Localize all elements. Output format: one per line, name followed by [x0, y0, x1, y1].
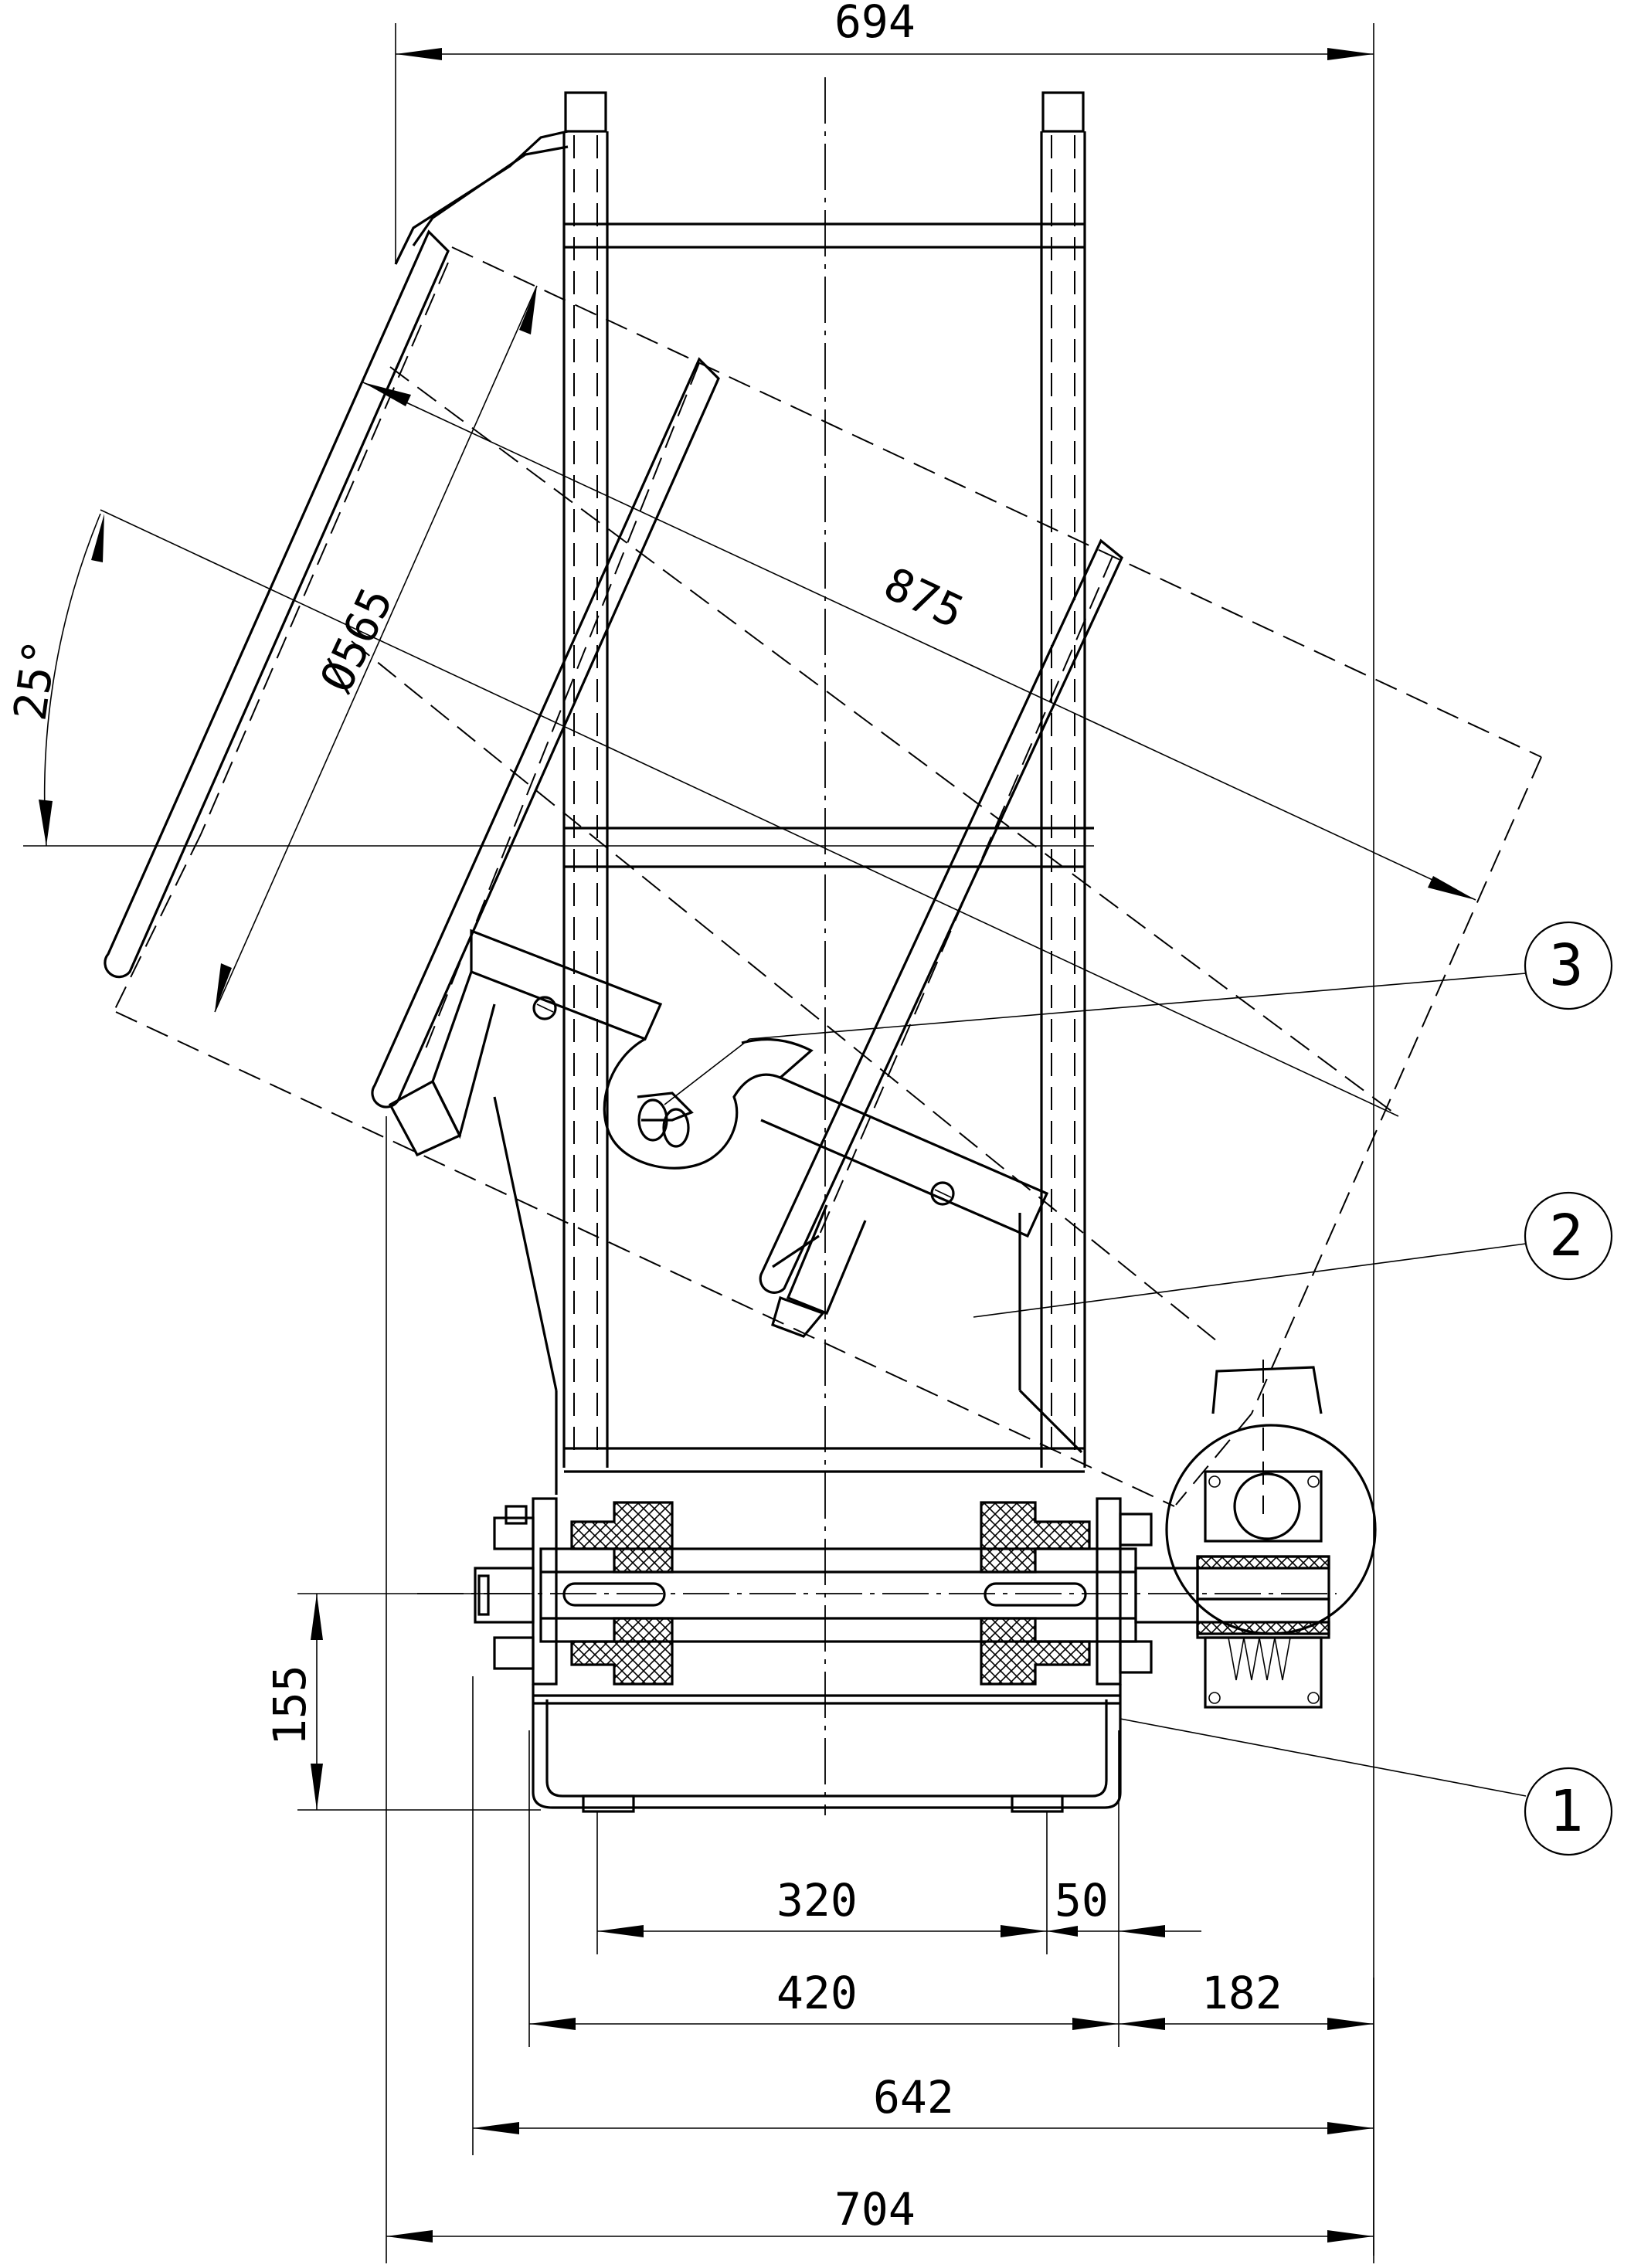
dim-drum-length: 875 — [362, 382, 1476, 901]
dim-642-label: 642 — [873, 2071, 954, 2124]
dim-694-label: 694 — [834, 0, 916, 48]
callout-1-label: 1 — [1549, 1778, 1584, 1845]
dim-155-label: 155 — [263, 1665, 316, 1746]
callout-1: 1 — [1119, 1718, 1613, 1856]
callout-2-label: 2 — [1549, 1203, 1584, 1269]
drum-rods — [104, 130, 1123, 1294]
bottom-dimensions: 320 50 420 182 642 704 — [386, 1116, 1374, 2263]
dim-top-width: 694 — [395, 0, 1374, 2256]
dim-25-label: 25° — [4, 637, 67, 724]
dim-axle-height: 155 — [263, 1593, 541, 1811]
dim-drum-diameter: Ø565 — [214, 285, 538, 1013]
dim-182-label: 182 — [1201, 1967, 1283, 2019]
dim-tilt-angle: 25° — [4, 509, 1399, 1117]
callout-3-label: 3 — [1549, 932, 1584, 999]
dim-320-label: 320 — [776, 1874, 858, 1927]
dim-420-label: 420 — [776, 1967, 858, 2019]
callout-2: 2 — [973, 1191, 1613, 1318]
base-trough — [532, 1684, 1122, 1813]
dim-704-label: 704 — [834, 2183, 916, 2236]
callout-3: 3 — [664, 921, 1613, 1105]
dim-50-label: 50 — [1055, 1874, 1109, 1927]
tilted-drum-outline — [114, 246, 1542, 1507]
hopper-body — [493, 1096, 1083, 1495]
dim-875-label: 875 — [876, 557, 972, 639]
upright-frame — [562, 77, 1094, 1815]
yoke-clamp — [388, 929, 1049, 1338]
shaft-assembly — [417, 1360, 1377, 1709]
dim-565-label: Ø565 — [310, 580, 403, 700]
